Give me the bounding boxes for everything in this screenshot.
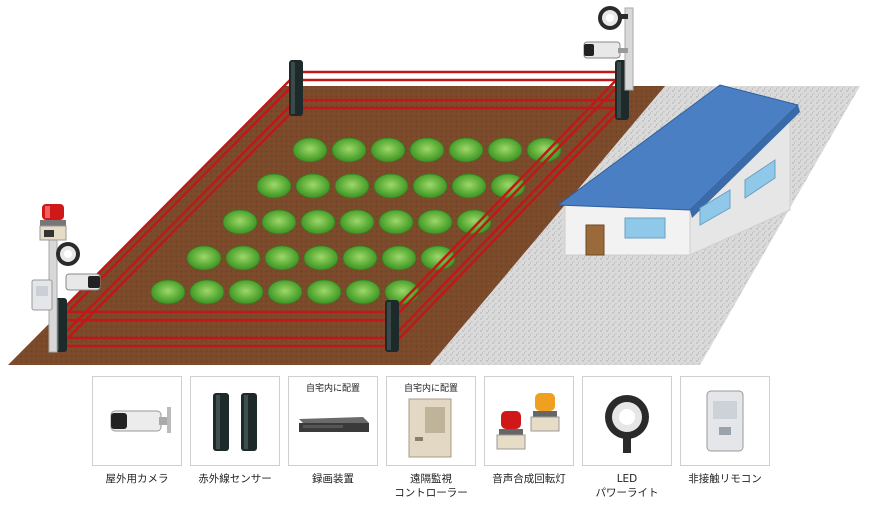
rotating-light-icon — [39, 204, 67, 241]
legend-label: 音声合成回転灯 — [492, 473, 566, 485]
cabbage — [345, 279, 381, 305]
cabbage — [412, 173, 448, 199]
cabbage — [451, 173, 487, 199]
cabbage — [342, 245, 378, 271]
recorder-icon — [299, 417, 369, 432]
legend-item-contactless-remote: 非接触リモコン — [680, 376, 770, 486]
left-pole-equipment — [31, 204, 101, 353]
cabbage — [303, 245, 339, 271]
cabbage — [225, 245, 261, 271]
cabbage — [334, 173, 370, 199]
cabbage — [295, 173, 331, 199]
infrared-sensor-front-right — [385, 300, 399, 352]
legend-item-remote-controller: 自宅内に配置 遠隔監視 コントローラー — [386, 376, 476, 500]
cabbage — [373, 173, 409, 199]
outdoor-camera-icon — [583, 41, 628, 59]
cabbage — [339, 209, 375, 235]
infrared-sensor-back-left — [289, 60, 303, 116]
cabbage — [300, 209, 336, 235]
cabbage-rows — [150, 137, 562, 305]
equipment-legend: 屋外用カメラ 赤外線センサー 自宅内に配置 録画装置 自宅内に配置 — [90, 376, 780, 506]
legend-label: 屋外用カメラ — [105, 473, 169, 485]
cabbage — [420, 245, 456, 271]
cabbage — [448, 137, 484, 163]
cabbage — [306, 279, 342, 305]
cabbage — [150, 279, 186, 305]
legend-item-led-light: LED パワーライト — [582, 376, 672, 500]
cabbage — [381, 245, 417, 271]
contactless-remote-icon — [31, 279, 53, 311]
legend-item-recorder: 自宅内に配置 録画装置 — [288, 376, 378, 486]
cabbage — [261, 209, 297, 235]
right-pole-equipment — [583, 6, 634, 91]
cabbage — [186, 245, 222, 271]
rotating-light-icon — [496, 393, 560, 450]
led-light-icon — [56, 242, 80, 266]
legend-item-infrared-sensor: 赤外線センサー — [190, 376, 280, 486]
cabbage — [256, 173, 292, 199]
led-light-icon — [598, 6, 628, 30]
cabbage — [378, 209, 414, 235]
cabbage — [189, 279, 225, 305]
legend-item-rotating-light: 音声合成回転灯 — [484, 376, 574, 486]
legend-note: 自宅内に配置 — [403, 384, 458, 394]
legend-label: 遠隔監視 コントローラー — [394, 473, 468, 499]
infrared-sensor-icon — [213, 393, 257, 451]
remote-controller-icon — [408, 398, 452, 458]
outdoor-camera-icon — [110, 407, 171, 433]
cabbage — [370, 137, 406, 163]
contactless-remote-icon — [706, 390, 744, 452]
cabbage — [264, 245, 300, 271]
farm-security-scene — [8, 6, 860, 365]
cabbage — [417, 209, 453, 235]
cabbage — [222, 209, 258, 235]
legend-label: 非接触リモコン — [688, 473, 762, 485]
legend-item-outdoor-camera: 屋外用カメラ — [92, 376, 182, 486]
legend-label: 録画装置 — [312, 473, 354, 485]
legend-note: 自宅内に配置 — [305, 384, 360, 394]
house — [556, 84, 800, 256]
cabbage — [409, 137, 445, 163]
cabbage — [487, 137, 523, 163]
cabbage — [331, 137, 367, 163]
legend-label: LED パワーライト — [595, 473, 659, 499]
led-light-icon — [605, 395, 649, 453]
outdoor-camera-icon — [65, 273, 101, 291]
cabbage — [267, 279, 303, 305]
cabbage — [228, 279, 264, 305]
legend-label: 赤外線センサー — [198, 473, 272, 485]
cabbage — [292, 137, 328, 163]
